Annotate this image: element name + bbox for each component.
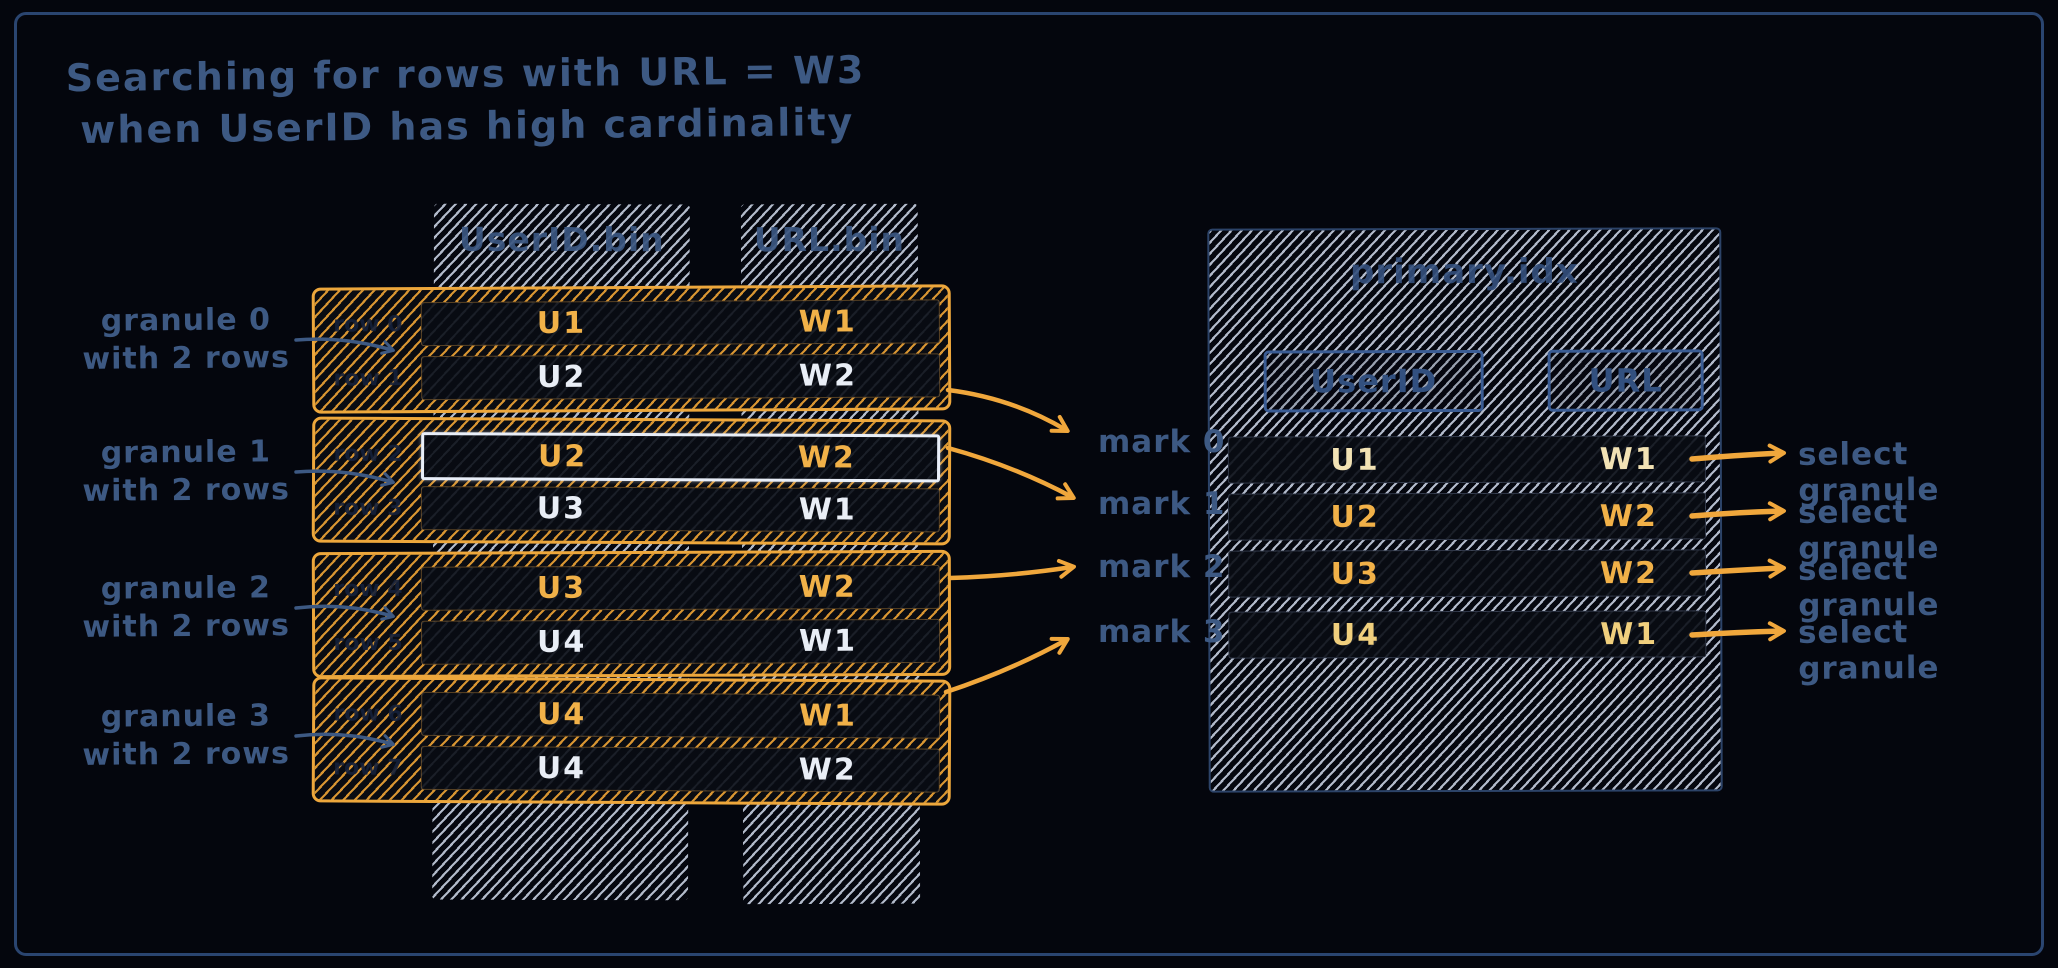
data-row: U3 W1	[420, 486, 940, 533]
url-value: W1	[798, 698, 858, 734]
granule-sublabel-text: with 2 rows	[82, 608, 291, 645]
data-row: U1 W1	[420, 299, 940, 347]
select-granule-label-0: select granule	[1797, 436, 1940, 509]
url-value: W1	[1599, 441, 1658, 477]
data-row: U4 W1	[421, 618, 941, 665]
url-value: W2	[798, 358, 858, 394]
userid-value: U4	[536, 751, 587, 787]
primary-idx-url-header: URL	[1547, 349, 1704, 412]
primary-idx-title: primary.idx	[1349, 251, 1579, 293]
granule-2-label: granule 2 with 2 rows	[62, 569, 311, 647]
url-value: W2	[1599, 498, 1658, 534]
url-value: W1	[1600, 616, 1659, 652]
diagram-title: Searching for rows with URL = W3 when Us…	[65, 44, 866, 156]
granule-label-text: granule 3	[100, 698, 272, 735]
granule-0-label: granule 0 with 2 rows	[62, 301, 311, 379]
granule-0-box: row 0 row 1 U1 W1 U2 W2	[311, 284, 952, 414]
url-bin-header: URL.bin	[753, 219, 906, 260]
row-label: row 7	[333, 755, 403, 781]
granule-label-text: granule 0	[100, 302, 272, 339]
select-granule-label-2: select granule	[1797, 551, 1940, 624]
row-label: row 5	[333, 630, 403, 657]
granule-label-text: granule 1	[100, 434, 272, 471]
url-value: W2	[1599, 555, 1659, 591]
mark-3-label: mark 3	[1098, 614, 1226, 650]
url-value: W2	[798, 752, 857, 788]
granule-sublabel-text: with 2 rows	[82, 340, 291, 377]
primary-idx-box: primary.idx UserID URL U1 W1 U2 W2 U3 W2…	[1207, 227, 1723, 793]
userid-bin-header: UserID.bin	[458, 219, 665, 260]
row-label: row 2	[333, 441, 403, 468]
row-label: row 3	[333, 495, 403, 522]
granule-3-box: row 6 row 7 U4 W1 U4 W2	[311, 676, 952, 806]
url-value: W2	[798, 569, 857, 605]
index-row: U3 W2	[1228, 549, 1707, 598]
data-row: U4 W1	[421, 691, 941, 739]
select-granule-label-1: select granule	[1797, 494, 1940, 567]
granule-1-box: row 2 row 3 U2 W2 U3 W1	[311, 416, 952, 546]
userid-value: U4	[537, 697, 587, 733]
userid-value: U2	[537, 439, 588, 475]
mark-1-label: mark 1	[1098, 486, 1226, 522]
outer-frame	[14, 12, 2044, 956]
url-value: W1	[798, 623, 857, 659]
granule-2-box: row 4 row 5 U3 W2 U4 W1	[311, 549, 952, 679]
row-label: row 1	[333, 366, 403, 392]
granule-sublabel-text: with 2 rows	[82, 472, 291, 509]
primary-idx-userid-header: UserID	[1263, 349, 1484, 413]
granule-sublabel-text: with 2 rows	[82, 736, 291, 773]
userid-value: U1	[536, 305, 587, 341]
granule-1-label: granule 1 with 2 rows	[62, 433, 311, 511]
title-line-2: when UserID has high cardinality	[80, 99, 855, 153]
granule-3-label: granule 3 with 2 rows	[62, 697, 311, 775]
userid-value: U4	[536, 624, 587, 660]
userid-value: U3	[536, 491, 587, 527]
userid-value: U2	[537, 359, 587, 395]
mark-2-label: mark 2	[1098, 549, 1226, 585]
data-row: U3 W2	[420, 564, 940, 611]
select-granule-label-3: select granule	[1797, 614, 1940, 687]
userid-value: U3	[1330, 556, 1380, 592]
granule-label-text: granule 2	[100, 570, 272, 607]
userid-value: U3	[536, 570, 587, 606]
userid-value: U2	[1330, 499, 1380, 535]
userid-value: U4	[1330, 617, 1381, 653]
url-value: W2	[797, 440, 856, 476]
index-row: U1 W1	[1227, 435, 1706, 484]
url-value: W1	[798, 304, 857, 340]
index-row: U2 W2	[1227, 492, 1707, 541]
title-line-1: Searching for rows with URL = W3	[65, 47, 866, 101]
data-row-highlighted: U2 W2	[421, 432, 941, 483]
mark-0-label: mark 0	[1098, 424, 1226, 460]
data-row: U2 W2	[421, 353, 941, 401]
row-label: row 6	[333, 701, 403, 727]
index-row: U4 W1	[1228, 610, 1707, 659]
userid-value: U1	[1330, 442, 1380, 478]
data-row: U4 W2	[420, 745, 940, 793]
url-value: W1	[798, 492, 857, 528]
row-label: row 0	[333, 312, 403, 338]
row-label: row 4	[333, 576, 403, 603]
